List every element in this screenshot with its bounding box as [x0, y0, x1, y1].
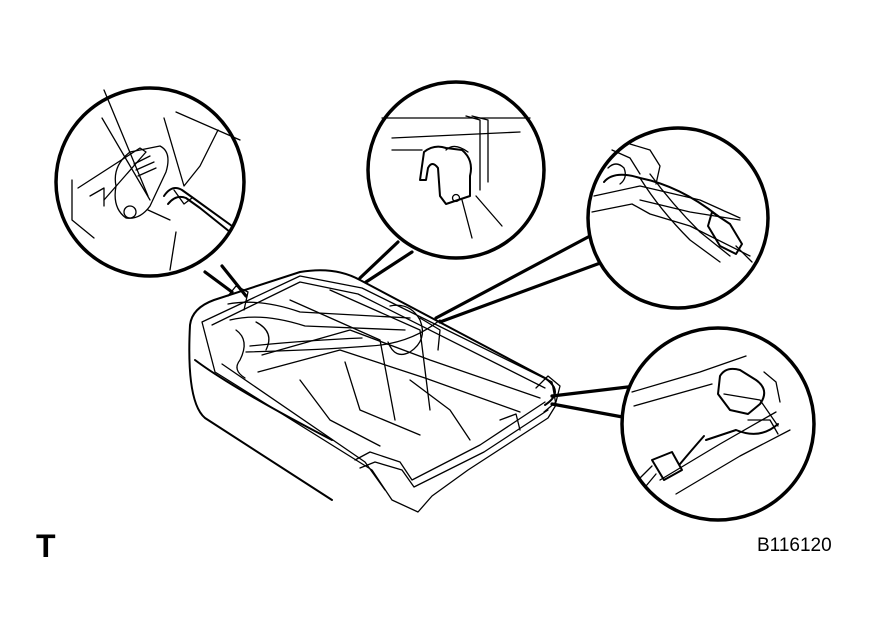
leader-lines: [203, 234, 638, 420]
detail-circle-hook: [366, 80, 546, 260]
detail-circle-latch: [54, 86, 246, 278]
corner-letter: T: [36, 528, 56, 564]
detail-circle-cable-end: [586, 126, 770, 310]
figure-code: B116120: [757, 535, 832, 556]
detail-circle-connector: [620, 326, 816, 522]
seat-cushion: [188, 269, 561, 513]
